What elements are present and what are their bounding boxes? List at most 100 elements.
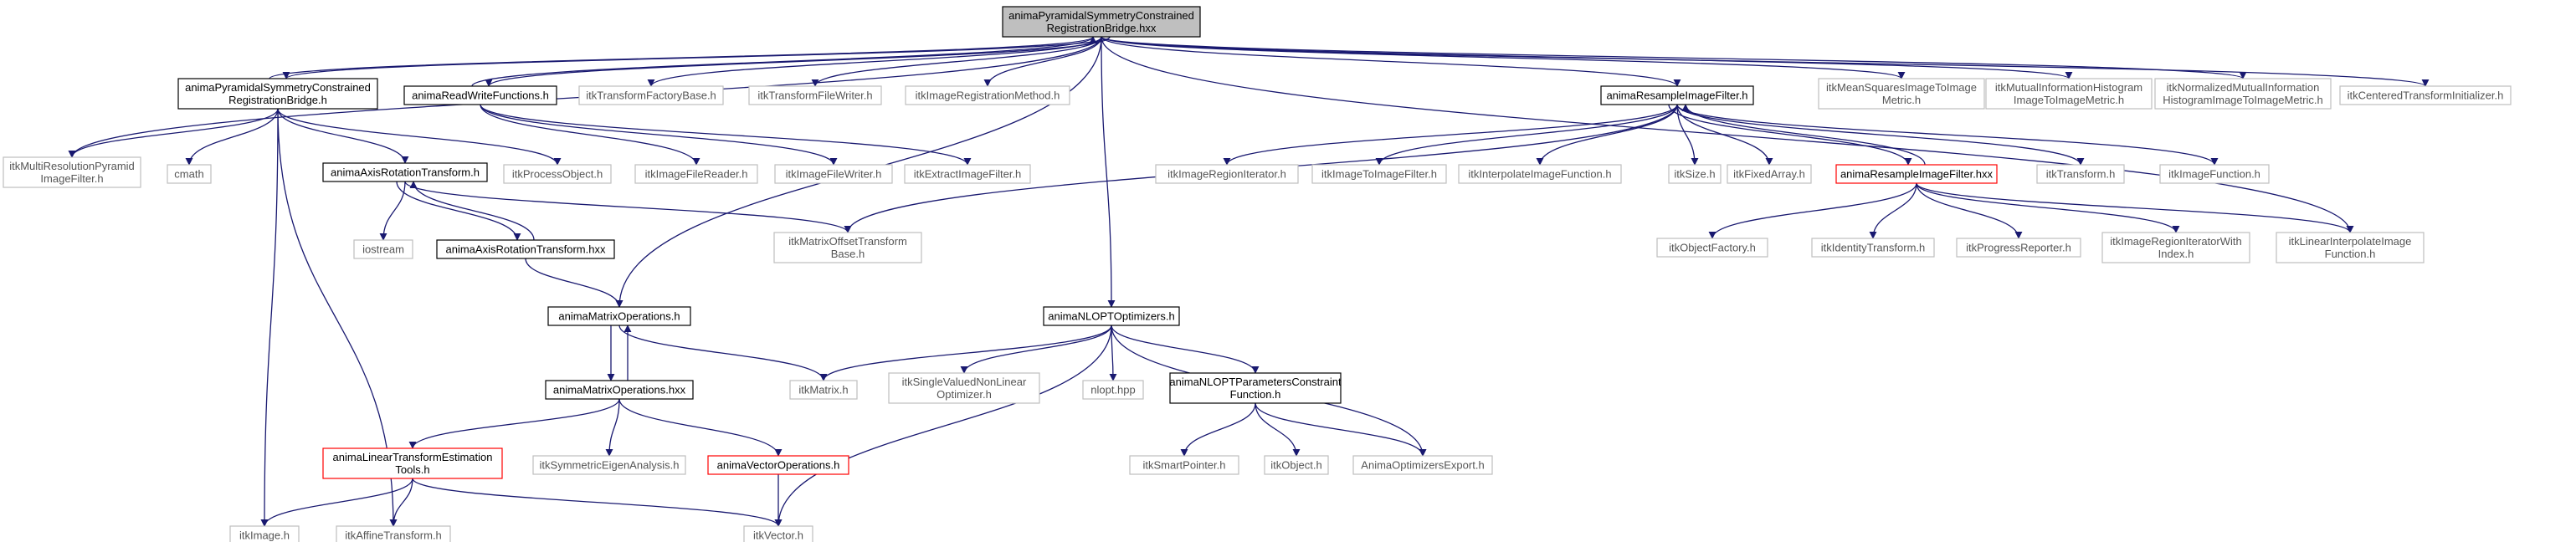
node-matrixops_hxx[interactable]: animaMatrixOperations.hxx [545, 380, 694, 400]
edge-axisrot_h-to-axisrot_hxx [396, 181, 521, 241]
node-box [177, 78, 378, 110]
node-box [322, 447, 503, 479]
edge-matrixops_hxx-to-symeigen [605, 398, 620, 457]
node-symeigen[interactable]: itkSymmetricEigenAnalysis.h [532, 455, 686, 475]
node-label: itkSingleValuedNonLinear [902, 376, 1027, 388]
node-itkimage[interactable]: itkImage.h [229, 525, 300, 542]
node-nlopt_h[interactable]: animaNLOPTOptimizers.h [1043, 306, 1180, 326]
node-readwrite[interactable]: animaReadWriteFunctions.h [403, 85, 557, 105]
node-label: nlopt.hpp [1090, 384, 1136, 396]
node-imgfunction[interactable]: itkImageFunction.h [2159, 164, 2270, 184]
node-label: animaResampleImageFilter.hxx [1840, 168, 1994, 181]
node-matrixops_h[interactable]: animaMatrixOperations.h [547, 306, 691, 326]
edge-bridge_h-to-cmath [185, 108, 279, 166]
node-extractfilter[interactable]: itkExtractImageFilter.h [904, 164, 1031, 184]
node-box [774, 164, 893, 184]
node-label: itkTransform.h [2046, 168, 2116, 181]
node-objfactory[interactable]: itkObjectFactory.h [1656, 238, 1768, 258]
node-itksize[interactable]: itkSize.h [1668, 164, 1722, 184]
node-tfilewriter[interactable]: itkTransformFileWriter.h [748, 85, 882, 105]
node-identity[interactable]: itkIdentityTransform.h [1811, 238, 1935, 258]
node-itkmatrix[interactable]: itkMatrix.h [789, 380, 858, 400]
node-box [2276, 232, 2425, 263]
node-label: itkMultiResolutionPyramid [9, 160, 135, 172]
node-label: Index.h [2158, 248, 2194, 260]
node-optexport[interactable]: AnimaOptimizersExport.h [1352, 455, 1493, 475]
node-label: iostream [362, 243, 404, 256]
node-itktransform[interactable]: itkTransform.h [2036, 164, 2125, 184]
node-root[interactable]: animaPyramidalSymmetryConstrainedRegistr… [1002, 6, 1201, 38]
edge-resample_h-to-itksize [1676, 104, 1699, 166]
node-resample_hxx[interactable]: animaResampleImageFilter.hxx [1835, 164, 1998, 184]
node-processobj[interactable]: itkProcessObject.h [503, 164, 612, 184]
node-box [167, 164, 212, 184]
edge-resample_h-to-imgfunction [1676, 104, 2219, 166]
edge-axisrot_hxx-to-matrixops_h [525, 258, 623, 308]
node-box [789, 380, 858, 400]
node-box [2159, 164, 2270, 184]
edge-resample_h-to-regioniter [1223, 104, 1678, 166]
node-label: itkImageToImageFilter.h [1321, 168, 1437, 181]
node-box [1352, 455, 1493, 475]
node-itkobject[interactable]: itkObject.h [1264, 455, 1329, 475]
node-imgtoimg[interactable]: itkImageToImageFilter.h [1311, 164, 1447, 184]
node-imgfilereader[interactable]: itkImageFileReader.h [634, 164, 758, 184]
node-fixedarray[interactable]: itkFixedArray.h [1727, 164, 1812, 184]
node-cmath[interactable]: cmath [167, 164, 212, 184]
node-mutualinfo[interactable]: itkMutualInformationHistogramImageToImag… [1985, 78, 2153, 110]
node-resample_h[interactable]: animaResampleImageFilter.h [1600, 85, 1754, 105]
node-box [904, 164, 1031, 184]
edge-resample_h-to-interpfunc [1536, 104, 1678, 166]
node-label: animaLinearTransformEstimation [333, 451, 493, 463]
node-label: animaNLOPTParametersConstraint [1169, 376, 1342, 388]
node-label: animaPyramidalSymmetryConstrained [1008, 9, 1194, 22]
edge-resample_h-to-resample_hxx [1668, 104, 1912, 166]
node-label: Function.h [2325, 248, 2376, 260]
node-label: itkImageFileWriter.h [786, 168, 882, 181]
node-smartptr[interactable]: itkSmartPointer.h [1129, 455, 1239, 475]
node-box [3, 156, 141, 188]
edge-readwrite-to-extractfilter [480, 104, 972, 166]
node-affine[interactable]: itkAffineTransform.h [336, 525, 451, 542]
node-imgregmethod[interactable]: itkImageRegistrationMethod.h [905, 85, 1070, 105]
node-imgfilewriter[interactable]: itkImageFileWriter.h [774, 164, 893, 184]
node-nlopthpp[interactable]: nlopt.hpp [1082, 380, 1144, 400]
edge-readwrite-to-root [471, 36, 1097, 87]
node-progress[interactable]: itkProgressReporter.h [1956, 238, 2081, 258]
node-normmutual[interactable]: itkNormalizedMutualInformationHistogramI… [2154, 78, 2332, 110]
node-label: itkMutualInformationHistogram [1995, 81, 2142, 94]
node-box [1043, 306, 1180, 326]
node-box [1727, 164, 1812, 184]
node-vectorops[interactable]: animaVectorOperations.h [707, 455, 849, 475]
node-interpfunc[interactable]: itkInterpolateImageFunction.h [1458, 164, 1622, 184]
edge-resample_hxx-to-objfactory [1708, 182, 1917, 239]
node-regioniter[interactable]: itkImageRegionIterator.h [1155, 164, 1299, 184]
node-label: itkObjectFactory.h [1669, 242, 1756, 254]
node-centered[interactable]: itkCenteredTransformInitializer.h [2339, 85, 2512, 105]
node-box [1668, 164, 1722, 184]
edge-root-to-meansquares [1101, 36, 1906, 79]
edge-nlopt_h-to-nloptparams [1111, 325, 1260, 374]
node-iostream[interactable]: iostream [353, 239, 413, 259]
node-box [888, 372, 1040, 404]
edge-matrixops_hxx-to-lintransest [408, 398, 620, 449]
node-box [1129, 455, 1239, 475]
node-label: animaMatrixOperations.hxx [553, 384, 686, 396]
node-box [2101, 232, 2250, 263]
node-axisrot_hxx[interactable]: animaAxisRotationTransform.hxx [436, 239, 615, 259]
node-axisrot_h[interactable]: animaAxisRotationTransform.h [322, 162, 488, 182]
node-label: Tools.h [395, 463, 429, 476]
node-tfactory[interactable]: itkTransformFactoryBase.h [578, 85, 724, 105]
edge-bridge_h-to-processobj [277, 108, 562, 166]
node-itkvector[interactable]: itkVector.h [743, 525, 813, 542]
node-bridge_h[interactable]: animaPyramidalSymmetryConstrainedRegistr… [177, 78, 378, 110]
node-label: itkProcessObject.h [512, 168, 603, 181]
